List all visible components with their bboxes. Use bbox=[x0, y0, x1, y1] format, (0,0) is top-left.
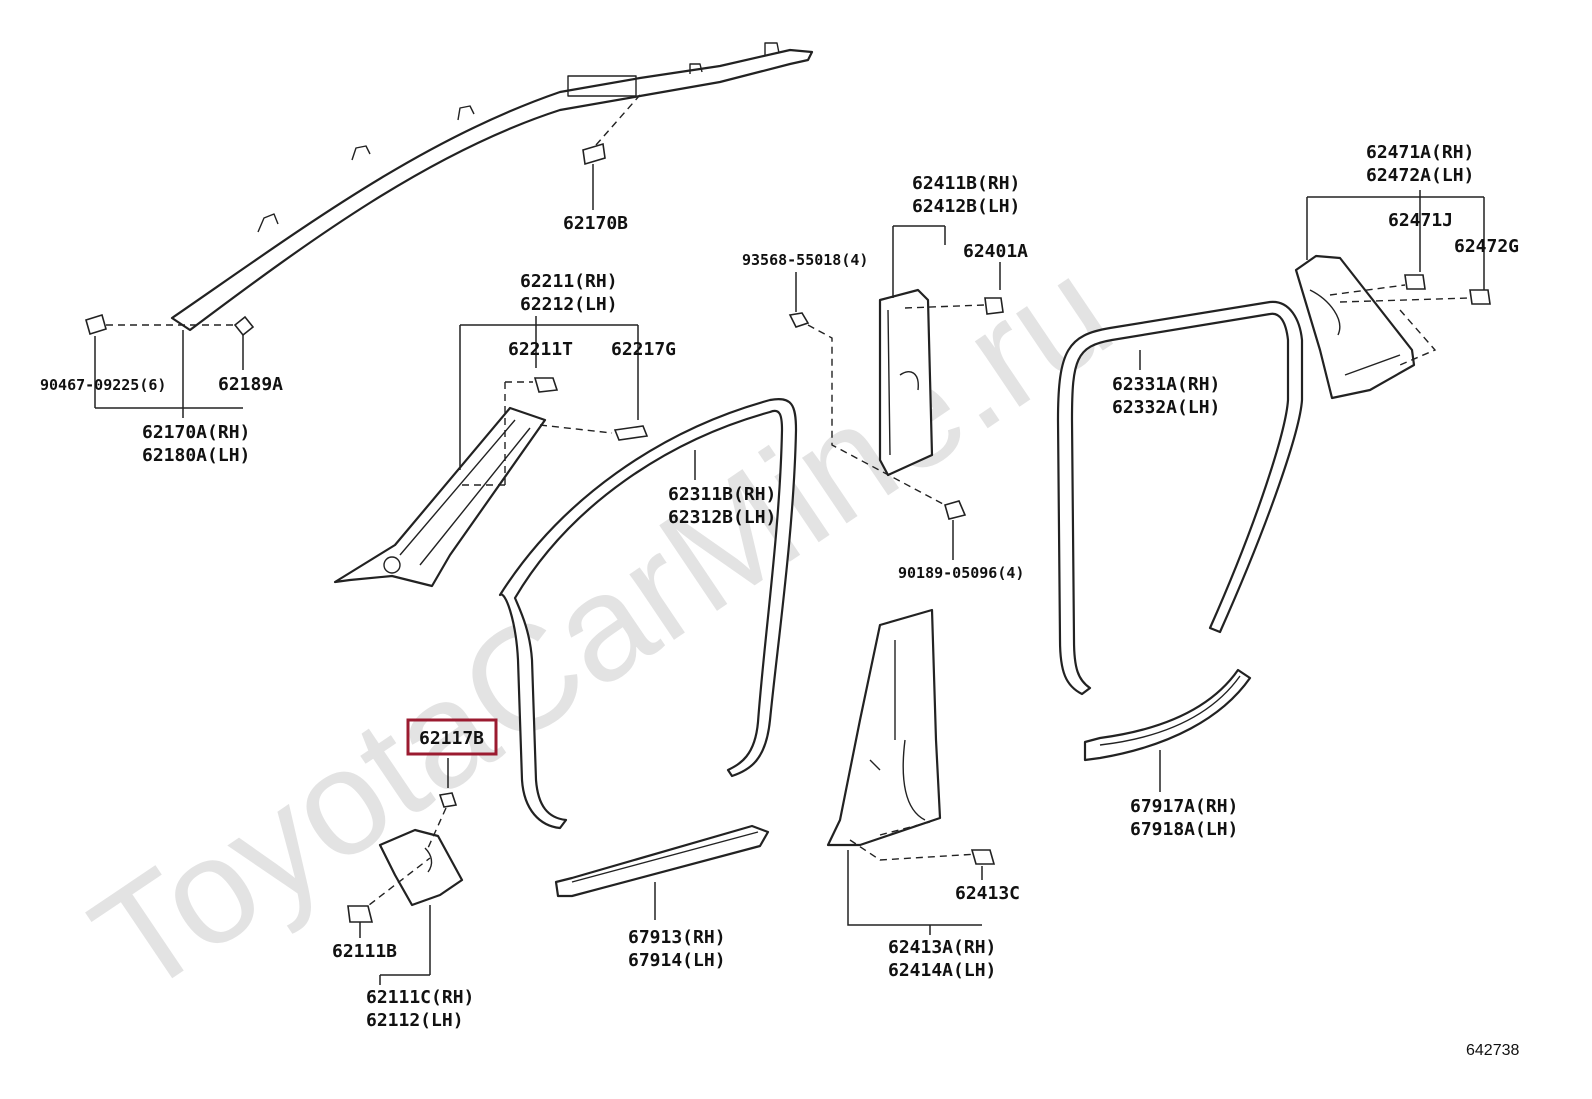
label-62211t: 62211T bbox=[508, 339, 573, 360]
label-62312b-lh: 62312B(LH) bbox=[668, 507, 776, 528]
clip-62472g[interactable] bbox=[1469, 289, 1491, 305]
front-door-weatherstrip[interactable] bbox=[498, 398, 798, 830]
label-62117b[interactable]: 62117B bbox=[419, 728, 484, 749]
label-62170a-rh: 62170A(RH) bbox=[142, 422, 250, 443]
label-67917a-rh: 67917A(RH) bbox=[1130, 796, 1238, 817]
label-62472a-lh: 62472A(LH) bbox=[1366, 165, 1474, 186]
figure-number: 642738 bbox=[1466, 1042, 1519, 1059]
label-93568: 93568-55018(4) bbox=[742, 251, 868, 269]
label-62414a-lh: 62414A(LH) bbox=[888, 960, 996, 981]
label-62331a-rh: 62331A(RH) bbox=[1112, 374, 1220, 395]
label-62471j: 62471J bbox=[1388, 210, 1453, 231]
label-62413c: 62413C bbox=[955, 883, 1020, 904]
label-62332a-lh: 62332A(LH) bbox=[1112, 397, 1220, 418]
label-62111b: 62111B bbox=[332, 941, 397, 962]
clip-90467[interactable] bbox=[85, 313, 107, 336]
label-90189: 90189-05096(4) bbox=[898, 564, 1024, 582]
label-62413a-rh: 62413A(RH) bbox=[888, 937, 996, 958]
label-62217g: 62217G bbox=[611, 339, 676, 360]
center-pillar-garnish-lower[interactable] bbox=[826, 608, 942, 847]
label-90467: 90467-09225(6) bbox=[40, 376, 166, 394]
label-62180a-lh: 62180A(LH) bbox=[142, 445, 250, 466]
label-62170b: 62170B bbox=[563, 213, 628, 234]
label-62112-lh: 62112(LH) bbox=[366, 1010, 464, 1031]
label-62401a: 62401A bbox=[963, 241, 1028, 262]
label-62212-lh: 62212(LH) bbox=[520, 294, 618, 315]
clip-62111b[interactable] bbox=[347, 905, 374, 923]
label-62211-rh: 62211(RH) bbox=[520, 271, 618, 292]
clip-62170b[interactable] bbox=[582, 142, 606, 166]
front-pillar-garnish[interactable] bbox=[333, 406, 547, 588]
rear-door-scuff-plate[interactable] bbox=[1083, 668, 1252, 762]
watermark: ToyotaCarMine.ru bbox=[64, 225, 1139, 1026]
bolt-93568[interactable] bbox=[788, 312, 810, 328]
clip-62217g[interactable] bbox=[613, 425, 649, 441]
roof-side-garnish[interactable] bbox=[170, 42, 814, 332]
clip-62413c[interactable] bbox=[970, 849, 996, 865]
label-62311b-rh: 62311B(RH) bbox=[668, 484, 776, 505]
front-door-scuff-plate[interactable] bbox=[554, 824, 770, 898]
label-62471a-rh: 62471A(RH) bbox=[1366, 142, 1474, 163]
label-67914-lh: 67914(LH) bbox=[628, 950, 726, 971]
clip-62471j[interactable] bbox=[1404, 274, 1426, 290]
clip-62117b[interactable] bbox=[438, 792, 458, 808]
clip-62401a[interactable] bbox=[984, 297, 1004, 315]
label-67918a-lh: 67918A(LH) bbox=[1130, 819, 1238, 840]
roof-side-inner-garnish[interactable] bbox=[1294, 254, 1416, 400]
clip-62189a[interactable] bbox=[233, 315, 255, 337]
cowl-side-trim[interactable] bbox=[378, 828, 464, 907]
label-67913-rh: 67913(RH) bbox=[628, 927, 726, 948]
label-62412b-lh: 62412B(LH) bbox=[912, 196, 1020, 217]
label-62411b-rh: 62411B(RH) bbox=[912, 173, 1020, 194]
rear-door-weatherstrip[interactable] bbox=[1056, 300, 1304, 696]
clip-90189[interactable] bbox=[944, 500, 967, 520]
clip-62211t[interactable] bbox=[533, 377, 559, 393]
label-62189a: 62189A bbox=[218, 374, 283, 395]
label-62111c-rh: 62111C(RH) bbox=[366, 987, 474, 1008]
highlight-62117b bbox=[406, 718, 498, 756]
label-62472g: 62472G bbox=[1454, 236, 1519, 257]
center-pillar-garnish-upper[interactable] bbox=[878, 288, 934, 477]
